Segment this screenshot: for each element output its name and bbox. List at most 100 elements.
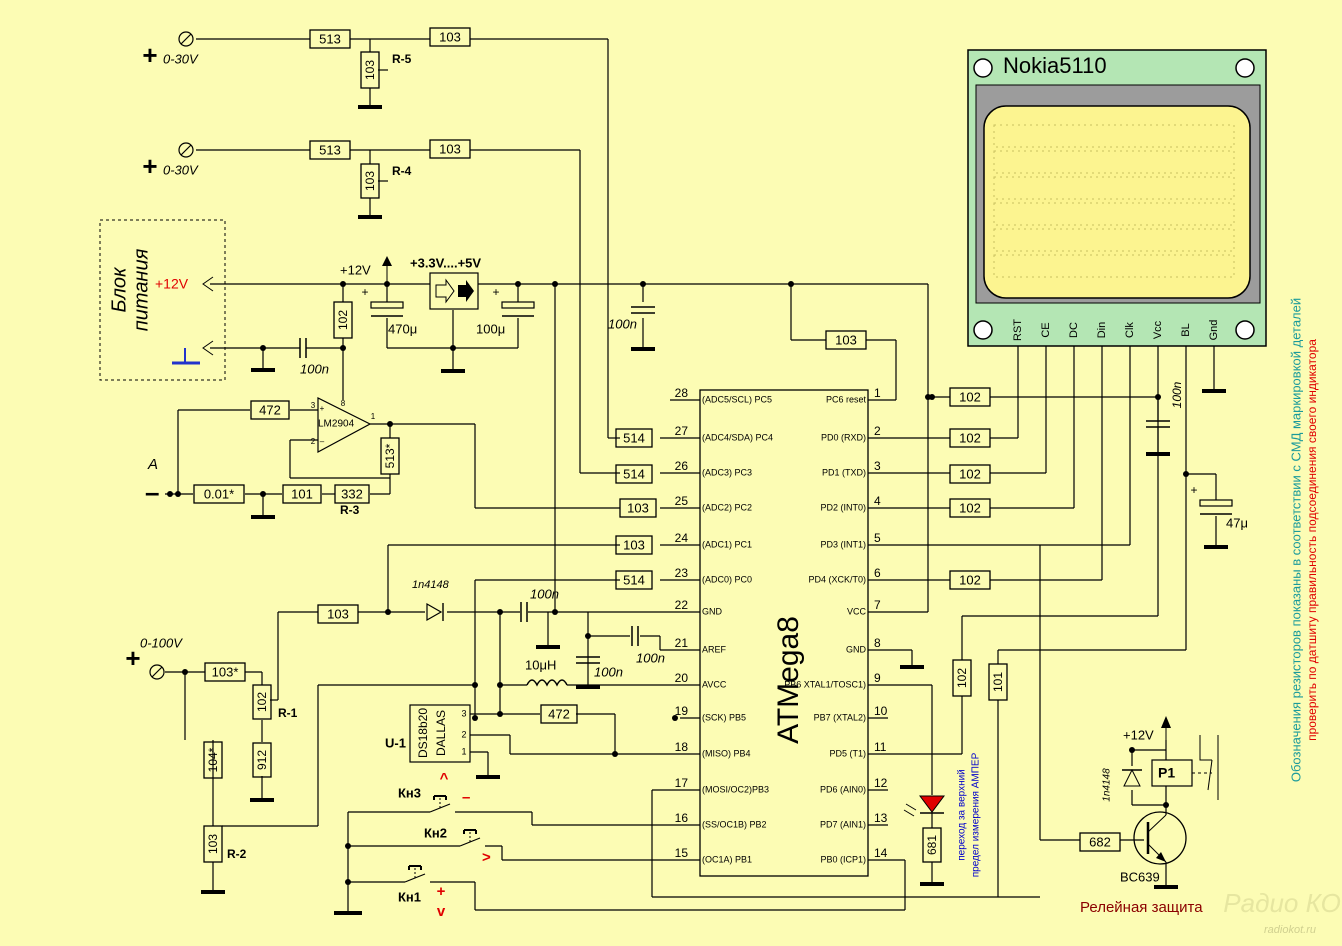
r-103b: 103 xyxy=(206,834,220,854)
r-reset: 103 xyxy=(835,332,857,347)
mount-hole-icon xyxy=(973,58,993,78)
kn1-down: v xyxy=(437,903,446,920)
mcu-pin-number: 19 xyxy=(675,704,689,718)
r-pc4: 514 xyxy=(623,430,645,445)
mcu-pin-number: 17 xyxy=(675,776,689,790)
r-gnd: 103 xyxy=(327,606,349,621)
kn3-minus: – xyxy=(462,789,470,806)
lcd-row xyxy=(993,150,1235,174)
wires xyxy=(165,38,1217,912)
lcd-pin-label: DC xyxy=(1068,322,1080,338)
opamp-pin-number: – xyxy=(320,437,325,446)
mount-hole-icon xyxy=(973,320,993,340)
r4-name: R-4 xyxy=(392,164,412,178)
r-lcd4-body xyxy=(949,498,991,518)
r-912: 912 xyxy=(255,750,269,770)
mcu-pin-name: AVCC xyxy=(702,679,727,689)
mcu-pin-name: GND xyxy=(846,644,867,654)
r-103b-body xyxy=(203,825,223,863)
transistor-label: BC639 xyxy=(1120,869,1160,884)
elco-plus: + xyxy=(361,285,368,299)
input-terminal xyxy=(167,491,173,497)
mcu-pin-number: 4 xyxy=(874,494,881,508)
r-pb0: 101 xyxy=(991,672,1005,692)
r-pc0-body xyxy=(615,570,653,590)
v2-range: 0-30V xyxy=(163,162,199,177)
mcu-pin-number: 18 xyxy=(675,740,689,754)
kn1-plus: + xyxy=(437,883,446,900)
mcu-pin-name: (ADC0) PC0 xyxy=(702,574,752,584)
r-gnd-body xyxy=(317,604,359,624)
r-lcd3: 102 xyxy=(959,466,981,481)
lcd-pin-label: Vcc xyxy=(1152,320,1164,339)
sensor-model: DS18b20 xyxy=(416,708,430,758)
r4-top: 513 xyxy=(319,142,341,157)
r-104s: 104* xyxy=(206,747,220,772)
r-op-in-body xyxy=(250,400,290,420)
cap-100n-reg: 100n xyxy=(608,316,637,331)
regulator-arrow-icon xyxy=(435,278,455,304)
mcu-pin-number: 3 xyxy=(874,459,881,473)
shunt: 0.01* xyxy=(204,486,234,501)
r-103s-body xyxy=(204,662,246,682)
mcu-pin-name: (ADC4/SDA) PC4 xyxy=(702,432,773,442)
opamp-pin-number: 3 xyxy=(311,401,316,410)
junction-dot xyxy=(497,682,503,688)
r-lcd1: 102 xyxy=(959,389,981,404)
mcu-pin-name: PD7 (AIN1) xyxy=(820,819,866,829)
kn3-up: ^ xyxy=(440,770,449,787)
transistor-body xyxy=(1133,811,1187,865)
r-bias: 102 xyxy=(336,310,350,330)
junction-dot xyxy=(552,609,558,615)
mcu-pin-name: (ADC5/SCL) PC5 xyxy=(702,394,772,404)
elco-plate xyxy=(501,301,535,309)
lcd-row xyxy=(993,254,1235,278)
r-lcd5-body xyxy=(949,570,991,590)
r-lcd2: 102 xyxy=(959,430,981,445)
r2-name: R-2 xyxy=(227,847,247,861)
junction-dot xyxy=(175,491,181,497)
mcu-pin-name: AREF xyxy=(702,644,727,654)
junction-dot xyxy=(450,345,456,351)
r-101: 101 xyxy=(291,486,313,501)
elco-plus: + xyxy=(492,285,499,299)
r-472b-body xyxy=(540,704,578,724)
r-base: 682 xyxy=(1089,834,1111,849)
r-pc0: 514 xyxy=(623,572,645,587)
mcu-pin-number: 9 xyxy=(874,671,881,685)
mcu-pin-name: (ADC1) PC1 xyxy=(702,539,752,549)
lcd-pin-label: Din xyxy=(1096,322,1108,339)
mcu-pin-number: 5 xyxy=(874,531,881,545)
r-fb: 513* xyxy=(383,443,397,468)
r-pd5-body xyxy=(952,659,972,697)
elco-plate xyxy=(370,301,404,309)
terminal-slash xyxy=(180,33,192,45)
inductor-symbol xyxy=(526,679,568,687)
r-fb-body xyxy=(380,437,400,475)
plus-sign: + xyxy=(142,40,157,70)
v3-range: 0-100V xyxy=(140,635,183,650)
lcd-pin-label: Clk xyxy=(1124,322,1136,338)
sensor-name: U-1 xyxy=(385,735,406,750)
junction-dot xyxy=(672,715,678,721)
mcu-pin-name: (MISO) PB4 xyxy=(702,748,751,758)
r-led-body xyxy=(922,827,942,863)
junction-dot xyxy=(1183,471,1189,477)
button-cap xyxy=(433,795,447,800)
mcu-pin-number: 7 xyxy=(874,598,881,612)
mcu-pin-number: 15 xyxy=(675,846,689,860)
junction-dot xyxy=(385,609,391,615)
r-912-body xyxy=(252,742,272,778)
r3-name: R-3 xyxy=(340,503,360,517)
junction-dot xyxy=(1155,394,1161,400)
lcd-pin-label: CE xyxy=(1040,322,1052,337)
relay-contact xyxy=(1207,759,1213,791)
junction-dot xyxy=(640,281,646,287)
junction-dot xyxy=(345,843,351,849)
r5-top: 513 xyxy=(319,31,341,46)
lcd-title: Nokia5110 xyxy=(1003,53,1107,78)
mcu-pin-number: 10 xyxy=(874,704,888,718)
mcu-pin-name: VCC xyxy=(847,606,867,616)
r-102: 102 xyxy=(255,692,269,712)
